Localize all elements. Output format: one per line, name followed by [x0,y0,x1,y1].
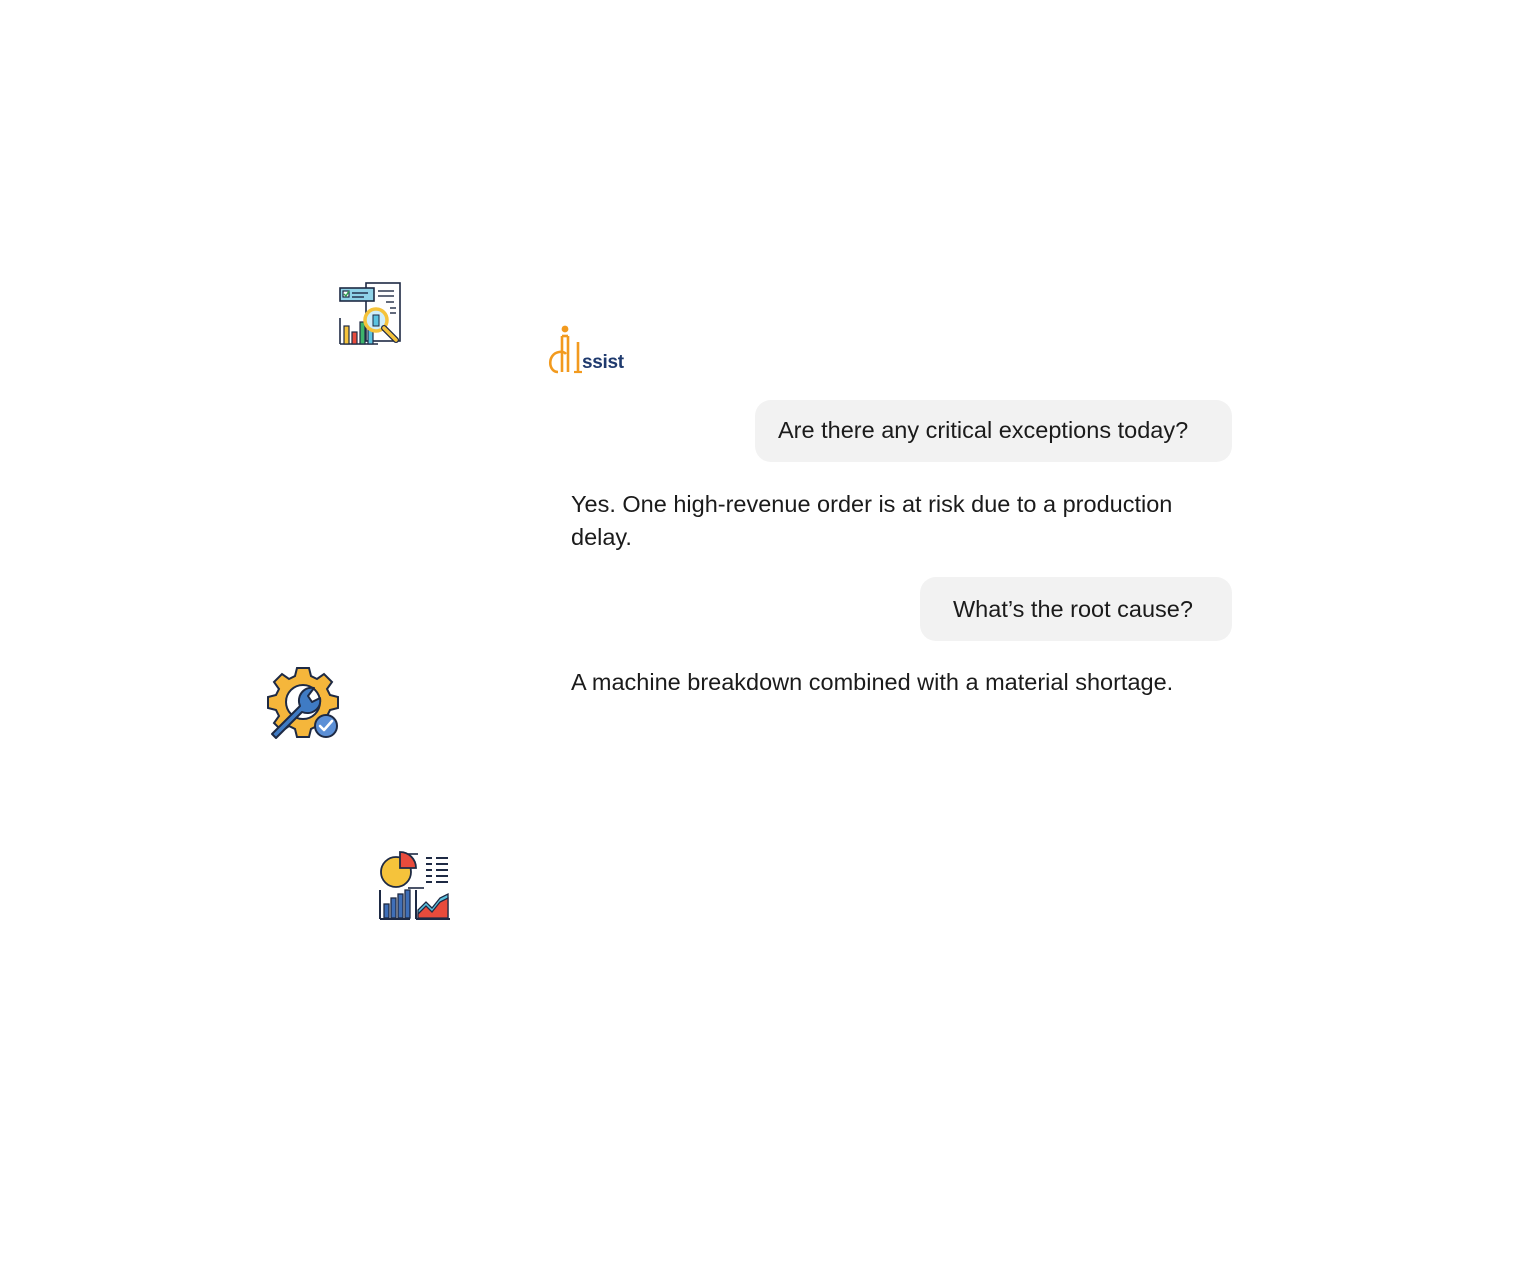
assistant-message: A machine breakdown combined with a mate… [571,666,1251,699]
brand-logo: ssist [546,324,636,376]
logo-mark-icon [546,324,586,376]
assistant-message: Yes. One high-revenue order is at risk d… [571,488,1231,554]
user-message-bubble: What’s the root cause? [920,577,1232,641]
dashboard-charts-icon [378,850,452,922]
logo-text: ssist [582,352,624,373]
message-text: Are there any critical exceptions today? [778,417,1189,443]
report-analytics-icon [338,282,404,348]
gear-wrench-check-icon [266,666,342,742]
message-text: A machine breakdown combined with a mate… [571,669,1174,695]
message-text: What’s the root cause? [953,596,1193,622]
message-text: Yes. One high-revenue order is at risk d… [571,491,1173,550]
user-message-bubble: Are there any critical exceptions today? [755,400,1232,462]
